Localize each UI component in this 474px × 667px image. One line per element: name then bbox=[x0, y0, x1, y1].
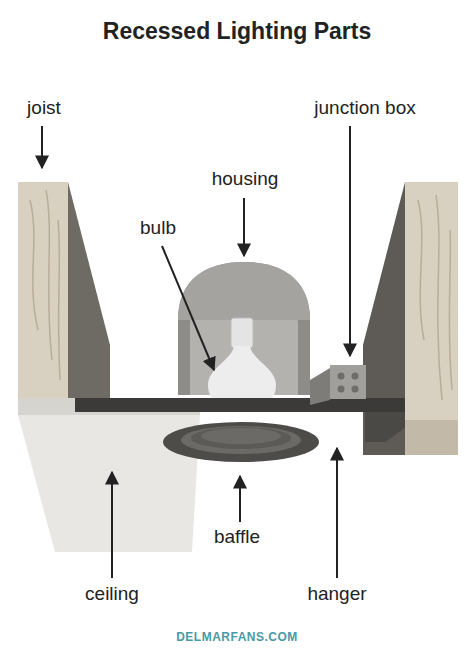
part-label: junction box bbox=[314, 97, 415, 119]
junction-box bbox=[330, 365, 366, 399]
baffle-rim bbox=[163, 422, 319, 462]
knockout bbox=[352, 386, 359, 393]
hanger-bar bbox=[75, 398, 405, 412]
junction-box-side bbox=[310, 368, 330, 405]
housing-dome bbox=[178, 262, 310, 320]
part-label: baffle bbox=[214, 526, 260, 548]
part-label: housing bbox=[212, 168, 279, 190]
wood-grain bbox=[418, 195, 452, 400]
part-label: hanger bbox=[307, 583, 366, 605]
wood-grain bbox=[30, 190, 60, 380]
knockout bbox=[338, 373, 345, 380]
baffle-ridge bbox=[181, 426, 301, 454]
leader-arrow bbox=[349, 126, 351, 356]
diagram-title: Recessed Lighting Parts bbox=[103, 18, 371, 44]
leader-arrow bbox=[243, 198, 245, 256]
knockout bbox=[338, 386, 345, 393]
part-label: joist bbox=[27, 97, 61, 119]
leader-arrow bbox=[162, 246, 214, 370]
leader-arrow bbox=[336, 448, 338, 578]
baffle-ridge bbox=[191, 427, 291, 449]
part-label: ceiling bbox=[85, 583, 139, 605]
part-label: bulb bbox=[140, 217, 176, 239]
leader-arrow bbox=[239, 476, 241, 522]
joist-face bbox=[405, 420, 458, 455]
bulb-socket bbox=[231, 318, 253, 348]
leader-arrow bbox=[41, 126, 43, 168]
joist-face bbox=[405, 182, 458, 420]
hanger-bracket bbox=[365, 412, 405, 442]
joist-face bbox=[18, 182, 68, 398]
baffle-ridge bbox=[201, 428, 281, 444]
joist-side bbox=[363, 182, 405, 455]
leader-arrow bbox=[111, 472, 113, 578]
joist-side bbox=[68, 182, 110, 402]
watermark: DELMARFANS.COM bbox=[176, 631, 298, 645]
knockout bbox=[352, 373, 359, 380]
